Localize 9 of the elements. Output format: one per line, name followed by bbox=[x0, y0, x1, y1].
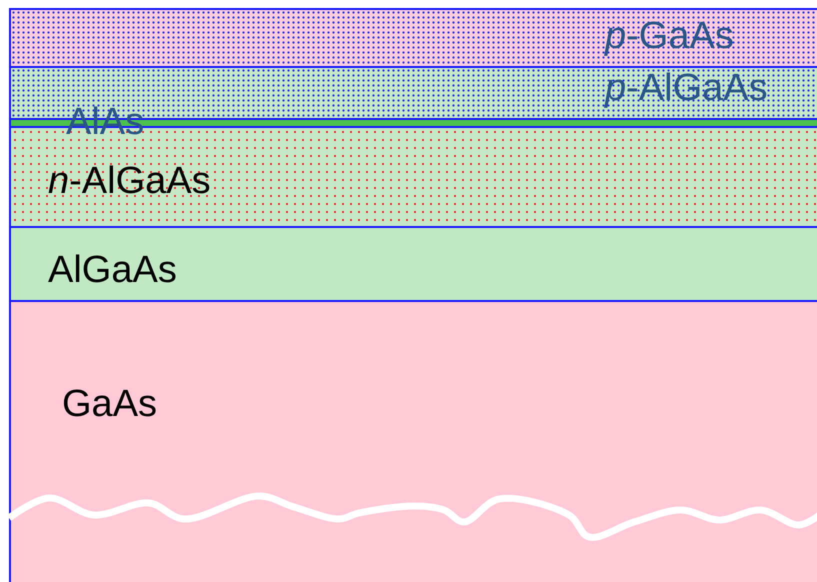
layer-band bbox=[9, 226, 817, 300]
layer-band bbox=[9, 8, 817, 66]
layer-label: AlGaAs bbox=[48, 249, 177, 291]
layer-label: n-AlGaAs bbox=[48, 160, 211, 202]
layer-label: p-AlGaAs bbox=[605, 67, 768, 109]
layer-label: GaAs bbox=[62, 383, 158, 425]
layer-label: AlAs bbox=[66, 101, 144, 143]
substrate-band bbox=[9, 300, 817, 582]
layer-label: p-GaAs bbox=[605, 15, 734, 57]
